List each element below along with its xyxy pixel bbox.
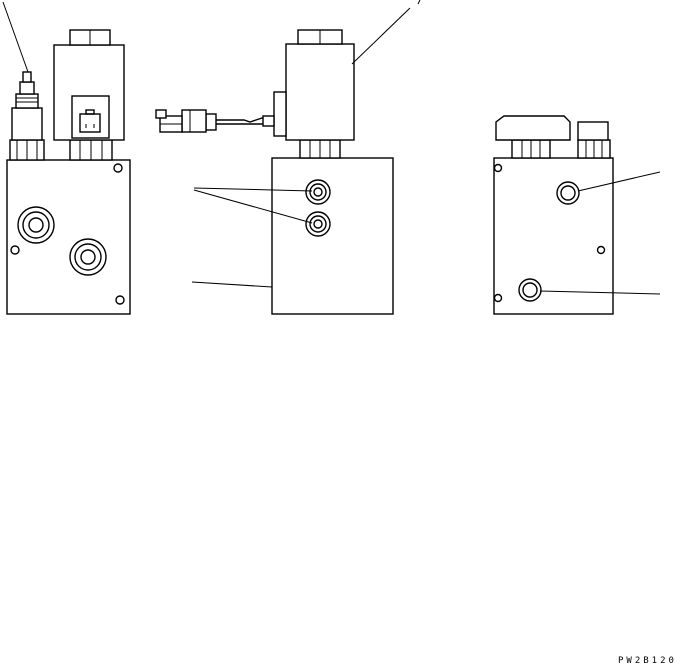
left-mount-hole [113, 163, 123, 173]
left-solenoid [53, 29, 125, 161]
right-mount-hole [596, 245, 606, 255]
front-port-leader [193, 187, 313, 192]
front-solenoid-leader [351, 7, 411, 65]
front-port-upper [305, 179, 331, 205]
front-valve-block [271, 157, 394, 315]
left-view [2, 1, 131, 315]
left-valve-block [6, 159, 131, 315]
right-port-upper [556, 181, 580, 205]
right-mount-hole [493, 293, 503, 303]
right-view [493, 115, 661, 315]
front-solenoid [273, 29, 355, 159]
left-connector [71, 95, 110, 139]
right-port-lower [518, 278, 542, 302]
right-mount-hole [493, 163, 503, 173]
front-port-leader [193, 189, 313, 224]
right-port-leader [577, 171, 661, 192]
front-block-leader [191, 281, 273, 288]
front-port-lower [305, 211, 331, 237]
front-cable-connector [155, 109, 275, 133]
left-port-upper [17, 206, 55, 244]
front-leader-tick [417, 0, 421, 5]
left-mount-hole [115, 295, 125, 305]
left-sensor-leader [2, 1, 29, 73]
drawing-code: PW2B120 [618, 656, 677, 666]
front-view [155, 0, 421, 315]
right-port-leader [539, 290, 661, 295]
right-valve-block [493, 157, 614, 315]
left-port-lower [69, 238, 107, 276]
left-mount-hole [10, 245, 20, 255]
left-pressure-sensor [9, 71, 45, 161]
right-sensor [577, 121, 611, 159]
right-solenoid [495, 115, 571, 159]
